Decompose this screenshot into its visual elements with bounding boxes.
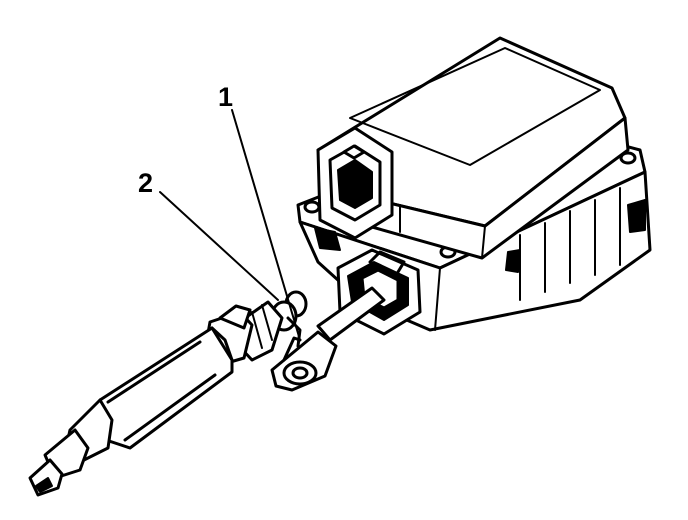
latch-tab	[342, 144, 366, 160]
leader-line-2	[159, 191, 279, 301]
probe-tool	[28, 300, 284, 497]
connector-lock	[270, 330, 338, 392]
harness-connector	[316, 248, 422, 342]
leader-line-1	[231, 109, 301, 341]
callout-1: 1	[218, 82, 233, 112]
callout-2: 2	[138, 168, 153, 198]
bolt-front-left	[303, 200, 321, 214]
bolt-rear-right	[619, 151, 637, 165]
